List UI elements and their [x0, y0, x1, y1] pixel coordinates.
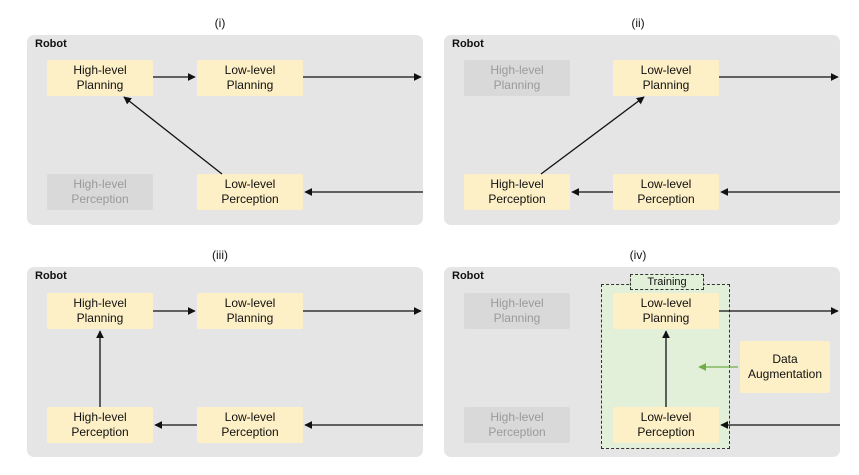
robot-label: Robot: [452, 38, 484, 50]
high-level-planning-box: High-level Planning: [464, 60, 570, 96]
panel-title-iv: (iv): [629, 248, 647, 262]
high-level-perception-box: High-level Perception: [464, 407, 570, 443]
low-level-planning-box: Low-level Planning: [197, 293, 303, 329]
high-level-planning-box: High-level Planning: [464, 293, 570, 329]
arrow-hlperc-to-llplan: [540, 96, 645, 175]
high-level-perception-box: High-level Perception: [47, 407, 153, 443]
low-level-planning-box: Low-level Planning: [613, 293, 719, 329]
low-level-planning-box: Low-level Planning: [613, 60, 719, 96]
data-augmentation-box: Data Augmentation: [740, 341, 830, 393]
low-level-perception-box: Low-level Perception: [197, 407, 303, 443]
high-level-perception-box: High-level Perception: [47, 174, 153, 210]
training-label: Training: [630, 274, 704, 290]
panel-title-ii: (ii): [631, 16, 645, 30]
panel-title-i: (i): [214, 16, 226, 30]
arrow-llperc-to-hlplan: [123, 96, 223, 175]
panel-title-iii: (iii): [212, 248, 228, 262]
robot-label: Robot: [35, 270, 67, 282]
high-level-perception-box: High-level Perception: [464, 174, 570, 210]
robot-label: Robot: [35, 38, 67, 50]
low-level-perception-box: Low-level Perception: [613, 174, 719, 210]
low-level-perception-box: Low-level Perception: [613, 407, 719, 443]
low-level-planning-box: Low-level Planning: [197, 60, 303, 96]
low-level-perception-box: Low-level Perception: [197, 174, 303, 210]
robot-label: Robot: [452, 270, 484, 282]
high-level-planning-box: High-level Planning: [47, 60, 153, 96]
high-level-planning-box: High-level Planning: [47, 293, 153, 329]
